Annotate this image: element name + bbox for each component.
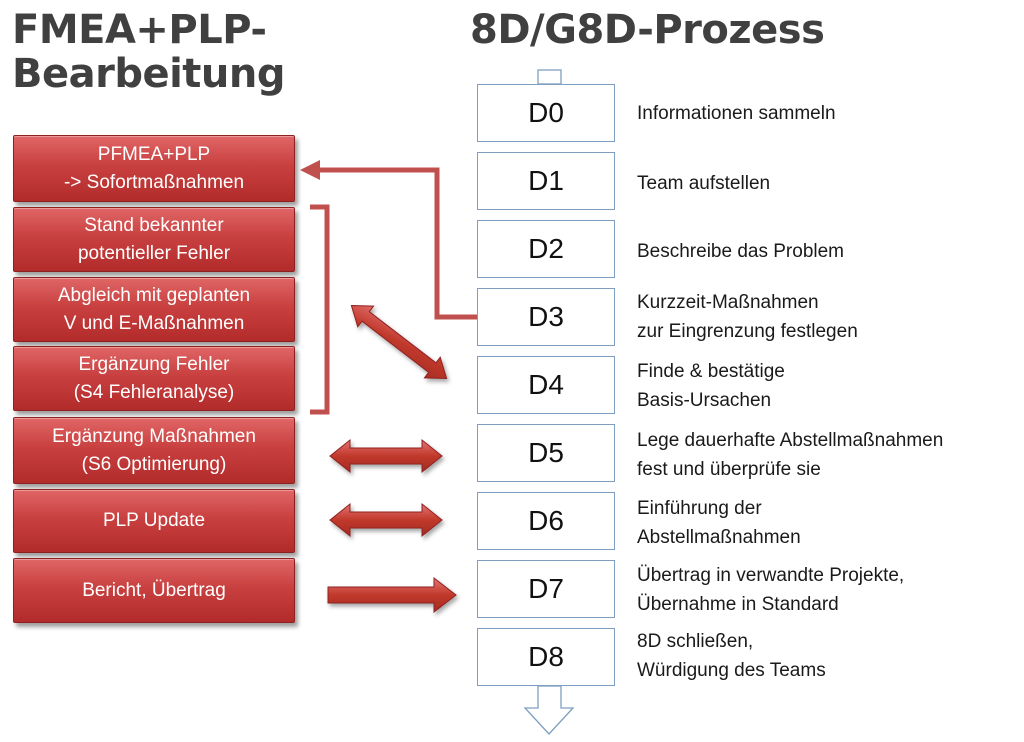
step-code: D7 [528, 573, 564, 604]
diagonal-double-arrow-shape [350, 304, 448, 380]
step-box-d6: D6 [477, 492, 615, 550]
step-box-d1: D1 [477, 152, 615, 210]
step-desc-d2: Beschreibe das Problem [637, 241, 844, 262]
fmea-box-label: Stand bekannter potentieller Fehler [77, 214, 231, 264]
step-code: D4 [528, 369, 564, 400]
step-box-d3: D3 [477, 288, 615, 346]
step-code: D2 [528, 233, 564, 264]
fmea-box-plp-update: PLP Update [13, 489, 295, 553]
step-box-d0: D0 [477, 84, 615, 142]
fmea-plp-title-line2: Bearbeitung [12, 51, 286, 97]
step-code: D3 [528, 301, 564, 332]
step-desc-d7: Übertrag in verwandte Projekte, Übernahm… [637, 565, 905, 615]
step-desc-d4: Finde & bestätige Basis-Ursachen [637, 361, 785, 411]
step-code: D5 [528, 437, 564, 468]
8d-process-title: 8D/G8D-Prozess [470, 7, 825, 53]
step-box-d2: D2 [477, 220, 615, 278]
fmea-box-known-failures: Stand bekannter potentieller Fehler [13, 207, 295, 272]
step-desc-d0: Informationen sammeln [637, 103, 836, 124]
step-desc-d1: Team aufstellen [637, 173, 771, 194]
fmea-box-pfmea-plp: PFMEA+PLP -> Sofortmaßnahmen [13, 135, 295, 202]
step-code: D0 [528, 97, 564, 128]
step-desc-d5: Lege dauerhafte Abstellmaßnahmen fest un… [637, 430, 944, 480]
d3-to-pfmea-connector [318, 167, 477, 320]
fmea-plp-title: FMEA+PLP- Bearbeitung [12, 7, 286, 97]
fmea-box-label: Bericht, Übertrag [82, 579, 226, 601]
step-box-d4: D4 [477, 356, 615, 414]
fmea-box-measures-addition: Ergänzung Maßnahmen (S6 Optimierung) [13, 417, 295, 484]
step-box-d7: D7 [477, 560, 615, 618]
fmea-box-label: Ergänzung Fehler (S4 Fehleranalyse) [73, 353, 235, 403]
step-desc-d8: 8D schließen, Würdigung des Teams [637, 631, 826, 681]
step-desc-d6: Einführung der Abstellmaßnahmen [637, 498, 801, 548]
d3-to-pfmea-arrowhead [300, 160, 320, 180]
d6-double-arrow [329, 502, 443, 538]
fmea-box-label: PLP Update [102, 510, 206, 531]
step-code: D6 [528, 505, 564, 536]
fmea-box-measures-comparison: Abgleich mit geplanten V und E-Maßnahmen [13, 277, 295, 342]
step-code: D1 [528, 165, 564, 196]
analysis-group-bracket [310, 204, 330, 415]
fmea-box-label: Abgleich mit geplanten V und E-Maßnahmen [57, 284, 251, 334]
d5-double-arrow [329, 438, 443, 474]
fmea-plp-title-line1: FMEA+PLP- [12, 7, 267, 53]
step-box-d5: D5 [477, 424, 615, 482]
fmea-box-label: PFMEA+PLP -> Sofortmaßnahmen [63, 143, 245, 193]
process-flow-down-arrow [523, 685, 575, 735]
d7-right-arrow [327, 576, 457, 614]
step-code: D8 [528, 641, 564, 672]
fmea-box-label: Ergänzung Maßnahmen (S6 Optimierung) [52, 425, 256, 475]
fmea-box-report-transfer: Bericht, Übertrag [13, 558, 295, 623]
step-desc-d3: Kurzzeit-Maßnahmen zur Eingrenzung festl… [637, 292, 858, 342]
process-flow-top-stub [537, 69, 562, 85]
fmea-box-failure-addition: Ergänzung Fehler (S4 Fehleranalyse) [13, 346, 295, 411]
step-box-d8: D8 [477, 628, 615, 686]
diagonal-double-arrow [350, 304, 448, 380]
